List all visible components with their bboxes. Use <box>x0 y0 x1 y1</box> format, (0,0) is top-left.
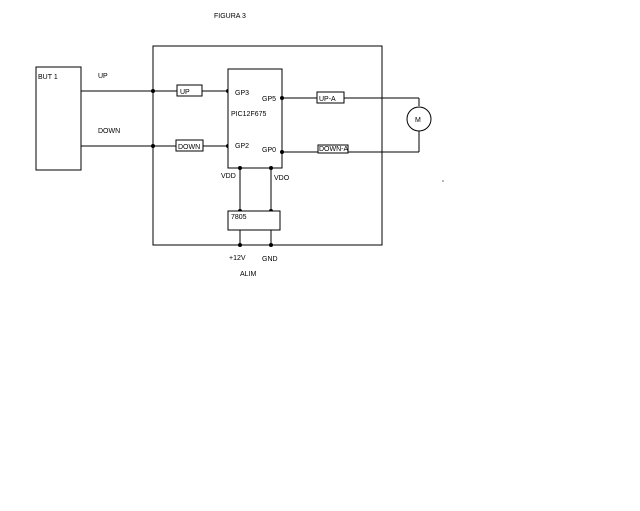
mcu-gp2-label: GP2 <box>235 143 249 150</box>
vdd-top-dot <box>238 166 242 170</box>
up-junction-dot <box>151 89 155 93</box>
gnd-label: GND <box>262 256 278 263</box>
mcu-chip <box>227 68 283 169</box>
regulator-label: 7805 <box>231 214 247 221</box>
vdd-label: VDD <box>221 173 236 180</box>
button-label: BUT 1 <box>38 74 58 81</box>
mcu-gp0-label: GP0 <box>262 147 276 154</box>
down-resistor <box>175 139 204 152</box>
up-input-label: UP <box>98 73 108 80</box>
down-a-resistor <box>317 144 349 154</box>
down-a-resistor-label: DOWN-A <box>319 146 348 153</box>
mcu-gp5-label: GP5 <box>262 96 276 103</box>
vdo-label: VDO <box>274 175 290 182</box>
figure-title: FIGURA 3 <box>214 13 246 20</box>
button-box <box>35 66 82 171</box>
motor-label: M <box>415 117 421 124</box>
vdo-top-dot <box>269 166 273 170</box>
down-junction-dot <box>151 144 155 148</box>
motor-symbol <box>406 106 432 132</box>
plus12v-label: +12V <box>229 255 246 262</box>
down-input-label: DOWN <box>98 128 120 135</box>
mcu-gp3-label: GP3 <box>235 90 249 97</box>
mcu-name-label: PIC12F675 <box>231 111 267 118</box>
down-resistor-label: DOWN <box>178 144 200 151</box>
up-a-resistor-label: UP-A <box>319 96 336 103</box>
up-resistor <box>176 84 203 97</box>
regulator-box <box>227 210 281 231</box>
up-resistor-label: UP <box>180 89 190 96</box>
stray-dot <box>442 180 444 182</box>
gnd-dot <box>269 243 273 247</box>
alim-label: ALIM <box>240 271 257 278</box>
plus12v-dot <box>238 243 242 247</box>
